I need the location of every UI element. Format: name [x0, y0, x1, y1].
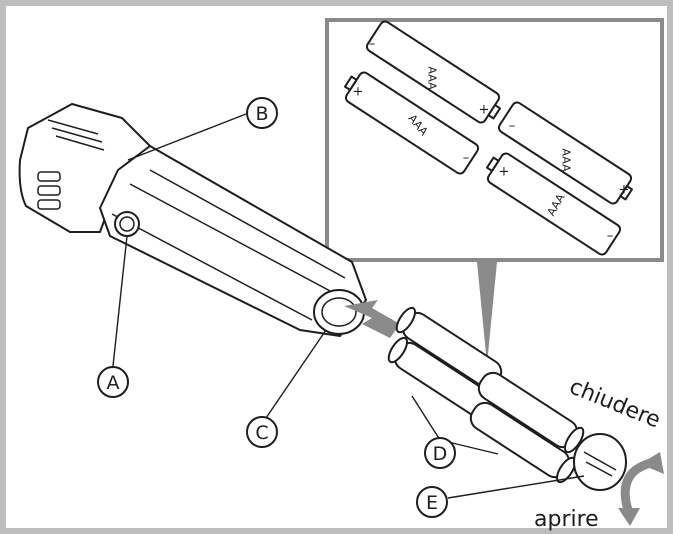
end-cap: [573, 433, 627, 491]
inset-battery-3: [497, 101, 634, 205]
loose-battery-3: [477, 371, 585, 454]
end-cap-body: [573, 433, 627, 491]
callout-line-c: [265, 329, 327, 419]
callout-b-label: B: [255, 103, 268, 125]
callout-d: D: [424, 437, 456, 469]
callout-b: B: [246, 97, 278, 129]
loose-battery-1: [395, 306, 503, 389]
head-slot-1: [37, 171, 61, 182]
power-switch: [114, 211, 140, 237]
battery-1-plus: +: [479, 103, 490, 118]
battery-1-minus: –: [369, 37, 376, 52]
rotation-arrow: [618, 452, 664, 526]
close-caption: chiudere: [566, 374, 664, 433]
callout-d-label: D: [433, 443, 448, 465]
head-vents: [47, 119, 105, 151]
loose-battery-4: [469, 401, 577, 484]
callout-e-label: E: [426, 492, 438, 514]
callout-c: C: [246, 416, 278, 448]
callout-line-b: [127, 113, 247, 161]
callout-c-label: C: [255, 422, 268, 444]
battery-compartment-inner: [321, 297, 357, 327]
inset-battery-2: [343, 71, 480, 175]
open-caption: aprire: [534, 507, 599, 532]
insert-arrow: [344, 300, 400, 338]
callout-e: E: [416, 486, 448, 518]
loose-batteries: [387, 306, 585, 484]
battery-2-minus: –: [463, 151, 470, 166]
callout-line-e: [447, 475, 585, 499]
end-cap-slot: [583, 451, 617, 477]
battery-4-plus: +: [499, 165, 510, 180]
head-slot-3: [37, 199, 61, 210]
inset-battery-4: [485, 152, 622, 256]
battery-1-label: AAA: [426, 66, 439, 90]
inset-battery-1: [365, 20, 502, 124]
battery-3-minus: –: [509, 119, 516, 134]
flashlight-tube: [99, 145, 367, 337]
callout-a: A: [97, 366, 129, 398]
callout-a-label: A: [107, 372, 120, 394]
battery-2-plus: +: [353, 85, 364, 100]
head-slot-2: [37, 185, 61, 196]
battery-3-label: AAA: [560, 148, 573, 172]
flashlight: [18, 103, 367, 337]
inset-pointer: [477, 262, 497, 364]
battery-4-minus: –: [607, 229, 614, 244]
power-switch-inner: [119, 216, 135, 232]
callout-line-a: [112, 235, 128, 367]
battery-inset-panel: – + AAA + – AAA – + AAA + – AAA: [325, 18, 664, 364]
tube-facets: [111, 169, 346, 321]
battery-3-plus: +: [619, 183, 630, 198]
callout-lines: [112, 113, 585, 499]
